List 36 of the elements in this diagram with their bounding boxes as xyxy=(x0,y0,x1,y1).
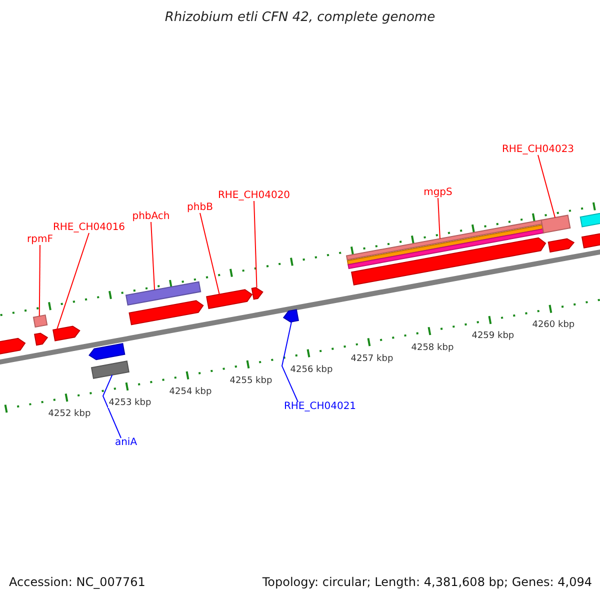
leader-line xyxy=(281,321,298,402)
scale-label: 4252 kbp xyxy=(47,410,92,420)
leader-line xyxy=(254,200,258,288)
gene-feature xyxy=(32,314,48,328)
leader-line xyxy=(102,374,122,438)
footer-text: Topology: circular; Length: 4,381,608 bp; Genes: 4,094 xyxy=(262,576,592,588)
scale-label: 4259 kbp xyxy=(470,332,516,342)
gene-label: rpmF xyxy=(27,235,53,245)
gene-label: mgpS xyxy=(424,188,452,198)
scale-label: 4255 kbp xyxy=(228,376,274,386)
gene-feature xyxy=(52,326,80,342)
leader-line xyxy=(150,222,156,290)
scale-label: 4253 kbp xyxy=(108,399,152,408)
gene-feature xyxy=(90,360,130,379)
scale-label: 4256 kbp xyxy=(289,366,334,375)
scale-label: 4260 kbp xyxy=(531,321,576,330)
gene-feature xyxy=(282,309,299,322)
gene-feature xyxy=(251,287,264,300)
gene-label: RHE_CH04021 xyxy=(284,402,356,412)
leader-line xyxy=(200,212,220,295)
gene-label: aniA xyxy=(114,438,138,448)
leader-line xyxy=(56,232,90,330)
gene-label: RHE_CH04023 xyxy=(502,145,574,155)
gene-label: phbAch xyxy=(132,212,170,222)
gene-feature xyxy=(125,281,202,306)
title: Rhizobium etli CFN 42, complete genome xyxy=(164,11,436,24)
gene-label: RHE_CH04020 xyxy=(218,191,290,201)
scale-label: 4257 kbp xyxy=(350,354,394,364)
gene-label: RHE_CH04016 xyxy=(52,223,126,233)
gene-feature xyxy=(540,214,571,234)
leader-line xyxy=(38,244,40,317)
leader-line xyxy=(538,154,556,218)
gene-label: phbB xyxy=(187,203,213,213)
footer-text: Accession: NC_007761 xyxy=(9,576,146,588)
scale-label: 4258 kbp xyxy=(410,344,455,353)
scale-label: 4254 kbp xyxy=(168,388,213,397)
